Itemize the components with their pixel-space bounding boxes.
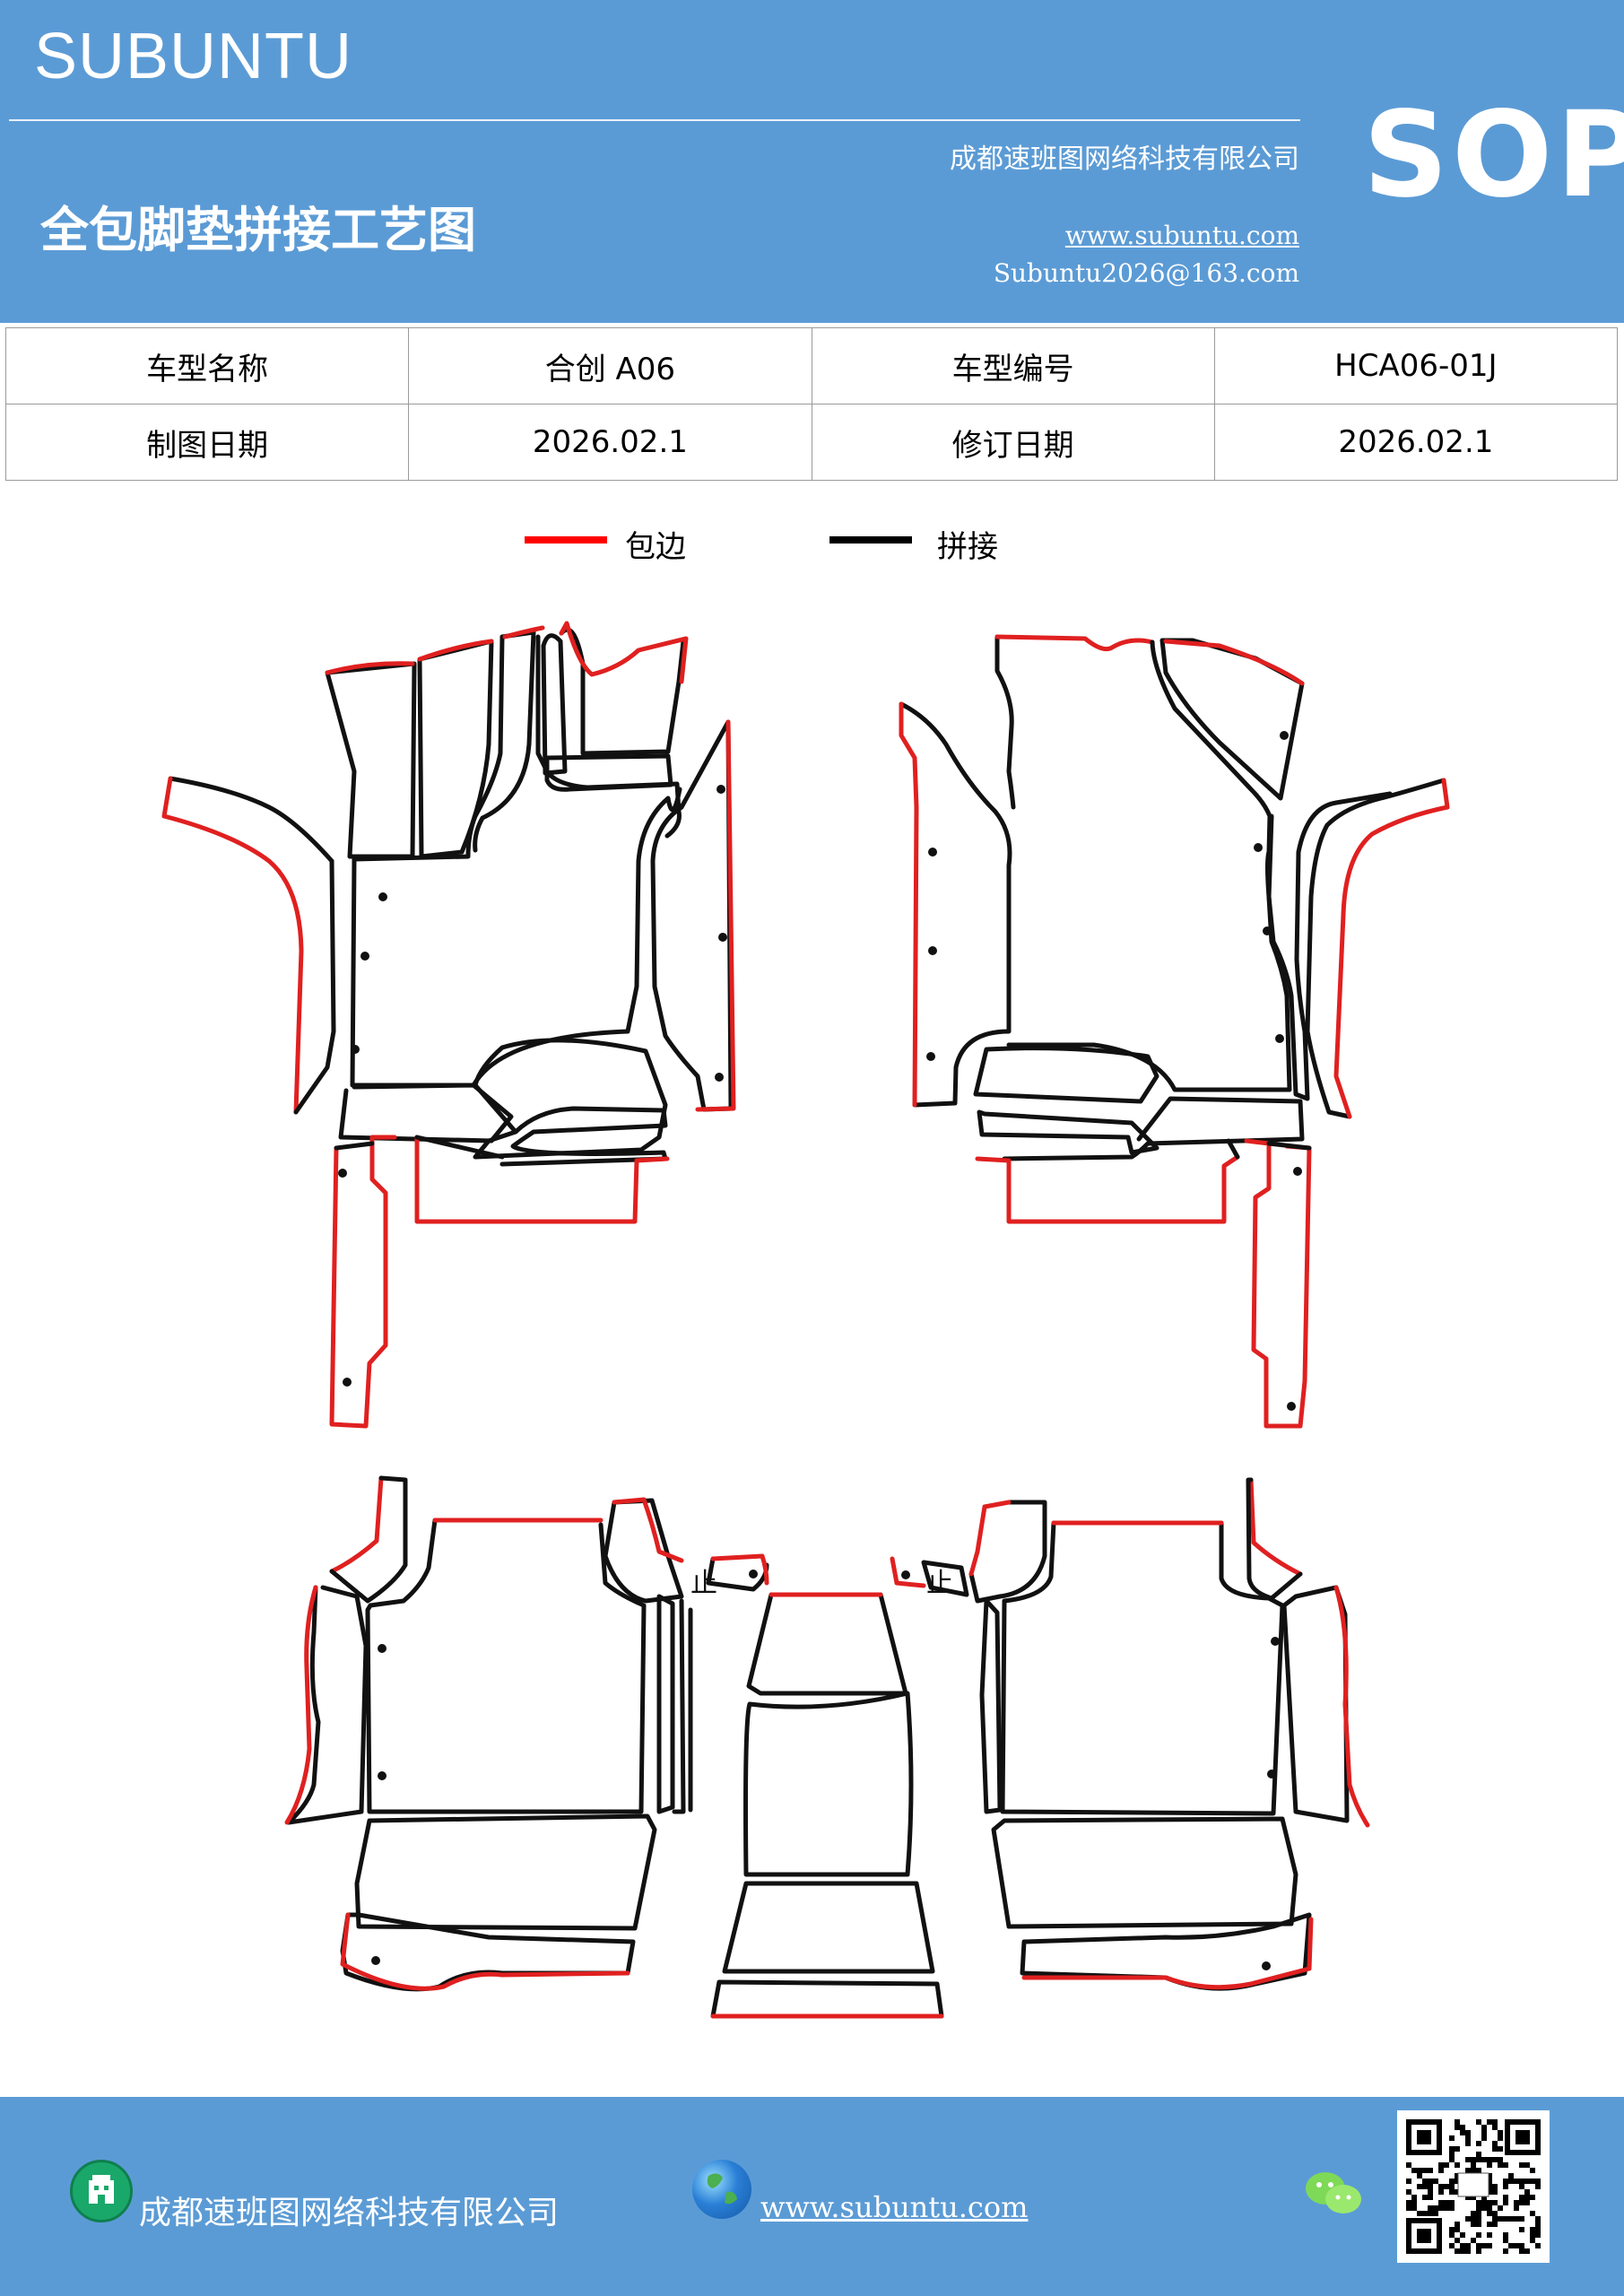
sop-badge: SOP [1363,86,1624,224]
wechat-icon[interactable] [1302,2167,1365,2221]
brand-name: SUBUNTU [34,21,353,92]
table-cell: 2026.02.1 [408,404,812,481]
legend-swatch-seam [829,536,912,544]
header-divider [9,119,1300,121]
table-cell: 合创 A06 [408,327,812,404]
website-link[interactable]: www.subuntu.com [1064,221,1299,250]
vehicle-info-table: 车型名称 合创 A06 车型编号 HCA06-01J 制图日期 2026.02.… [4,327,1619,481]
front-left-mat [161,621,736,1429]
company-name: 成都速班图网络科技有限公司 [950,144,1299,175]
document-title: 全包脚垫拼接工艺图 [40,201,476,258]
legend-label-seam: 拼接 [937,529,998,565]
building-icon [70,2160,133,2222]
globe-icon [692,2160,751,2219]
rear-right-mat: 止 [890,1477,1370,1991]
table-cell: 车型编号 [811,327,1215,404]
qr-code [1397,2110,1550,2263]
header-banner: SUBUNTU 成都速班图网络科技有限公司 全包脚垫拼接工艺图 www.subu… [0,0,1624,323]
rear-left-mat: 止 [284,1475,769,1992]
front-right-mat [899,634,1450,1429]
footer-banner: 成都速班图网络科技有限公司 www.subuntu.com [0,2097,1624,2296]
stop-mark-right: 止 [926,1568,953,1599]
table-cell: 修订日期 [811,404,1215,481]
table-cell: 2026.02.1 [1213,404,1619,481]
footer-website-link[interactable]: www.subuntu.com [760,2190,1029,2224]
center-tunnel-mat [710,1592,944,2019]
table-cell: HCA06-01J [1213,327,1619,404]
table-cell: 制图日期 [4,404,410,481]
table-row: 车型名称 合创 A06 车型编号 HCA06-01J [4,327,1619,404]
stop-mark-left: 止 [690,1568,717,1599]
table-row: 制图日期 2026.02.1 修订日期 2026.02.1 [4,404,1619,481]
footer-company-name: 成都速班图网络科技有限公司 [139,2195,560,2231]
legend: 包边 拼接 [525,522,1332,576]
legend-swatch-edge [525,536,607,544]
legend-label-edge: 包边 [625,529,686,565]
contact-email: Subuntu2026@163.com [993,258,1299,288]
table-cell: 车型名称 [4,327,410,404]
